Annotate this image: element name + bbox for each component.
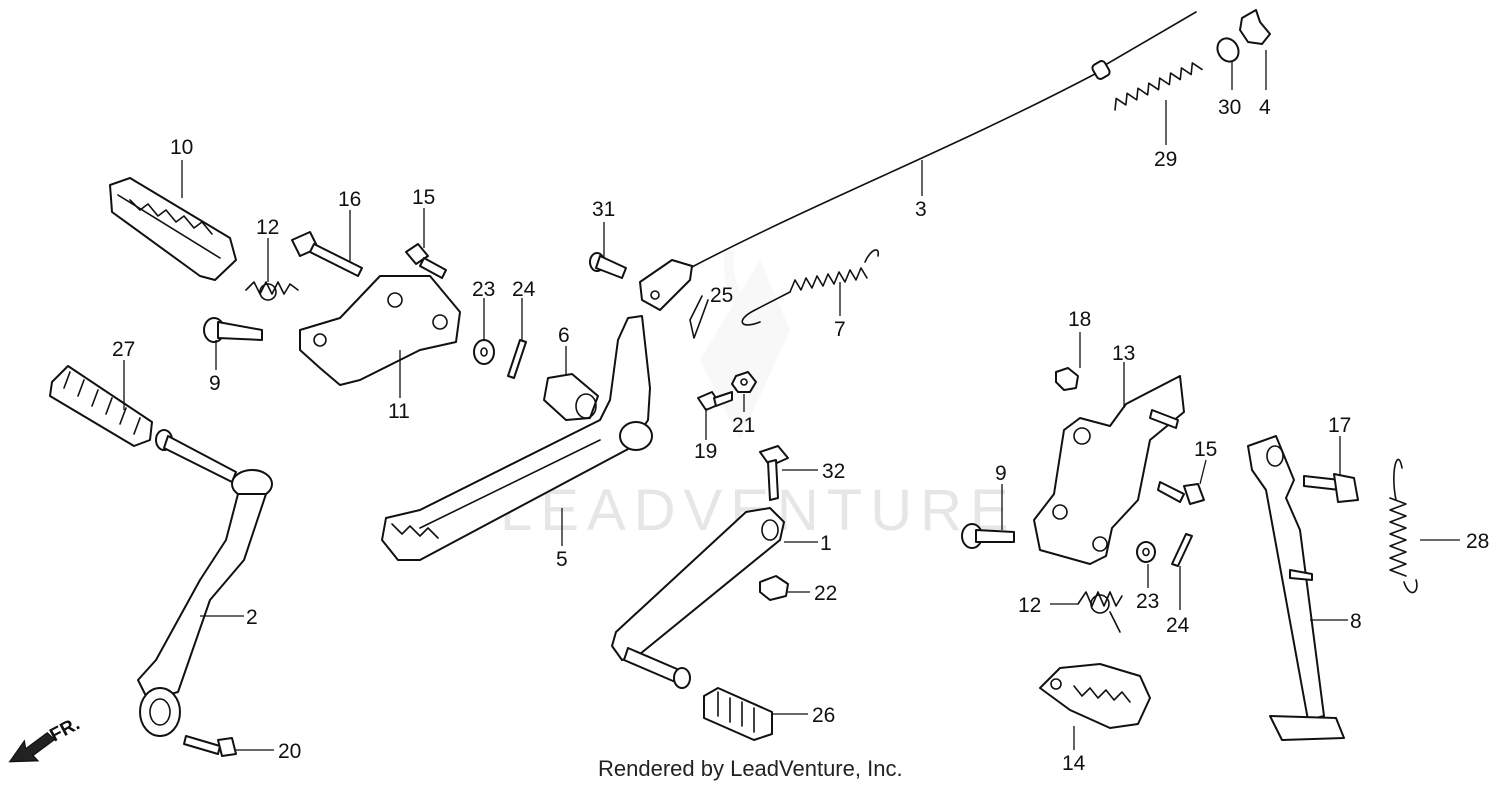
callout-12-left: 12 (256, 216, 279, 239)
callout-10: 10 (170, 136, 193, 159)
part-15-bolt-left (405, 243, 447, 279)
callout-22: 22 (814, 582, 837, 605)
part-16-bolt (291, 231, 363, 277)
rendered-by-footer: Rendered by LeadVenture, Inc. (598, 756, 903, 781)
part-32-bolt (759, 445, 789, 501)
callout-9-right: 9 (995, 462, 1007, 485)
callout-23-right: 23 (1136, 590, 1159, 613)
part-12-spring-right (1077, 591, 1123, 633)
part-1-arm (611, 507, 785, 689)
part-23-washer-right (1136, 541, 1156, 563)
part-27-grip (49, 365, 153, 447)
callout-19: 19 (694, 440, 717, 463)
callout-15-left: 15 (412, 186, 435, 209)
callout-14: 14 (1062, 752, 1086, 775)
front-direction-marker: FR. (8, 714, 83, 763)
callout-3: 3 (915, 198, 927, 221)
callout-11: 11 (388, 400, 410, 423)
part-28-spring (1389, 458, 1418, 594)
callout-5: 5 (556, 548, 568, 571)
part-22-nut (759, 575, 789, 601)
callout-16: 16 (338, 188, 361, 211)
part-20-bolt (183, 735, 237, 757)
part-25-cotter-pin (689, 295, 709, 339)
part-19-bolt (697, 391, 733, 411)
callout-12-right: 12 (1018, 594, 1041, 617)
part-18-nut (1055, 367, 1079, 391)
part-11-bracket (299, 275, 461, 386)
callout-27: 27 (112, 338, 135, 361)
callout-25: 25 (710, 284, 733, 307)
callout-4: 4 (1259, 96, 1271, 119)
callout-9-left: 9 (209, 372, 221, 395)
part-26-rubber (703, 687, 773, 741)
callout-26: 26 (812, 704, 835, 727)
callout-17: 17 (1328, 414, 1351, 437)
part-10-footpeg (109, 177, 237, 281)
part-7-spring (741, 249, 880, 326)
callout-1: 1 (820, 532, 832, 555)
part-30-joint (1216, 37, 1240, 63)
callout-24-left: 24 (512, 278, 536, 301)
part-4-wing-nut (1239, 9, 1271, 45)
part-12-spring-left (245, 281, 299, 301)
part-9-pin-right (961, 523, 1015, 549)
part-3-cable (639, 11, 1197, 311)
callout-13: 13 (1112, 342, 1135, 365)
part-24-cotter-right (1171, 533, 1193, 567)
part-13-bracket (1033, 375, 1185, 565)
leader-lines (123, 50, 1460, 751)
part-9-pin-left (203, 317, 263, 343)
part-29-spring (1114, 62, 1203, 111)
callout-31: 31 (592, 198, 615, 221)
callout-20: 20 (278, 740, 301, 763)
part-21-nut (731, 371, 757, 393)
part-31-pin (589, 252, 627, 279)
callout-2: 2 (246, 606, 258, 629)
callout-6: 6 (558, 324, 570, 347)
part-15-bolt-right (1157, 481, 1205, 505)
callout-24-right: 24 (1166, 614, 1190, 637)
callout-8: 8 (1350, 610, 1362, 633)
part-2-lever (137, 429, 273, 737)
callout-28: 28 (1466, 530, 1489, 553)
part-6-bushing (543, 373, 599, 421)
callout-30: 30 (1218, 96, 1241, 119)
part-5-brake-pedal (381, 315, 653, 561)
callout-23-left: 23 (472, 278, 495, 301)
callout-18: 18 (1068, 308, 1091, 331)
part-17-bolt (1303, 473, 1359, 503)
watermark-logo (700, 249, 790, 440)
part-23-washer-left (473, 339, 495, 365)
callout-labels: 1 2 3 4 5 6 7 8 9 9 10 11 12 12 13 14 15… (112, 96, 1489, 775)
callout-21: 21 (732, 414, 755, 437)
part-24-cotter-left (507, 339, 527, 379)
callout-7: 7 (834, 318, 846, 341)
callout-15-right: 15 (1194, 438, 1217, 461)
callout-29: 29 (1154, 148, 1177, 171)
part-8-side-stand (1247, 435, 1345, 741)
part-14-footpeg (1039, 663, 1151, 729)
callout-32: 32 (822, 460, 845, 483)
